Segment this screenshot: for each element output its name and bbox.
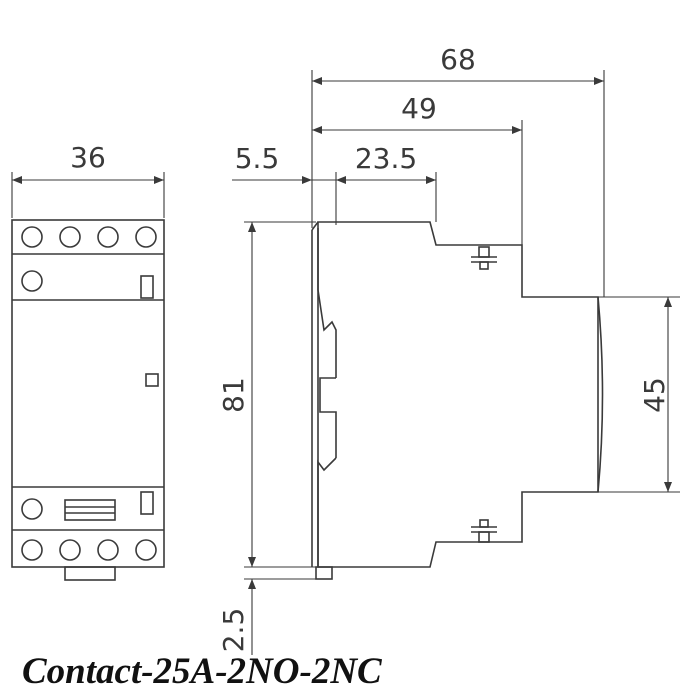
dimension-height: 81 — [217, 221, 316, 568]
bottom-terminals — [21, 539, 157, 561]
top-terminals — [21, 226, 157, 248]
dimension-mid-depth: 49 — [312, 92, 523, 245]
side-view — [311, 221, 604, 580]
front-view — [11, 219, 165, 581]
dimension-front-width: 36 — [11, 141, 165, 218]
screw-top-icon — [471, 246, 497, 270]
screw-bottom-icon — [471, 519, 497, 543]
dimension-label-68: 68 — [440, 43, 476, 76]
rail-clip-foot — [315, 566, 333, 580]
dimension-label-49: 49 — [401, 92, 437, 125]
dimension-label-23-5: 23.5 — [355, 142, 417, 175]
bottom-clip — [64, 566, 116, 581]
indicator-window-top — [140, 275, 154, 299]
coil-terminal-top — [21, 270, 43, 292]
coil-terminal-bottom — [21, 498, 43, 520]
dimension-label-81: 81 — [217, 377, 250, 413]
side-body-outline — [317, 221, 599, 568]
product-caption: Contact-25A-2NO-2NC — [22, 651, 382, 692]
dimension-clip: 2.5 — [217, 578, 316, 655]
dimension-rail-offset: 5.5 23.5 — [232, 142, 437, 225]
label-plate — [64, 499, 116, 521]
dimension-rail-height: 45 — [598, 296, 680, 493]
dimension-overall-depth: 68 — [311, 43, 605, 297]
dimension-label-45: 45 — [638, 377, 671, 413]
small-indicator — [145, 373, 159, 387]
din-rail-slot — [319, 377, 337, 458]
dimension-label-36: 36 — [70, 141, 106, 174]
dimension-label-2-5: 2.5 — [217, 608, 250, 653]
indicator-window-bottom — [140, 491, 154, 515]
dimension-label-5-5: 5.5 — [235, 142, 280, 175]
